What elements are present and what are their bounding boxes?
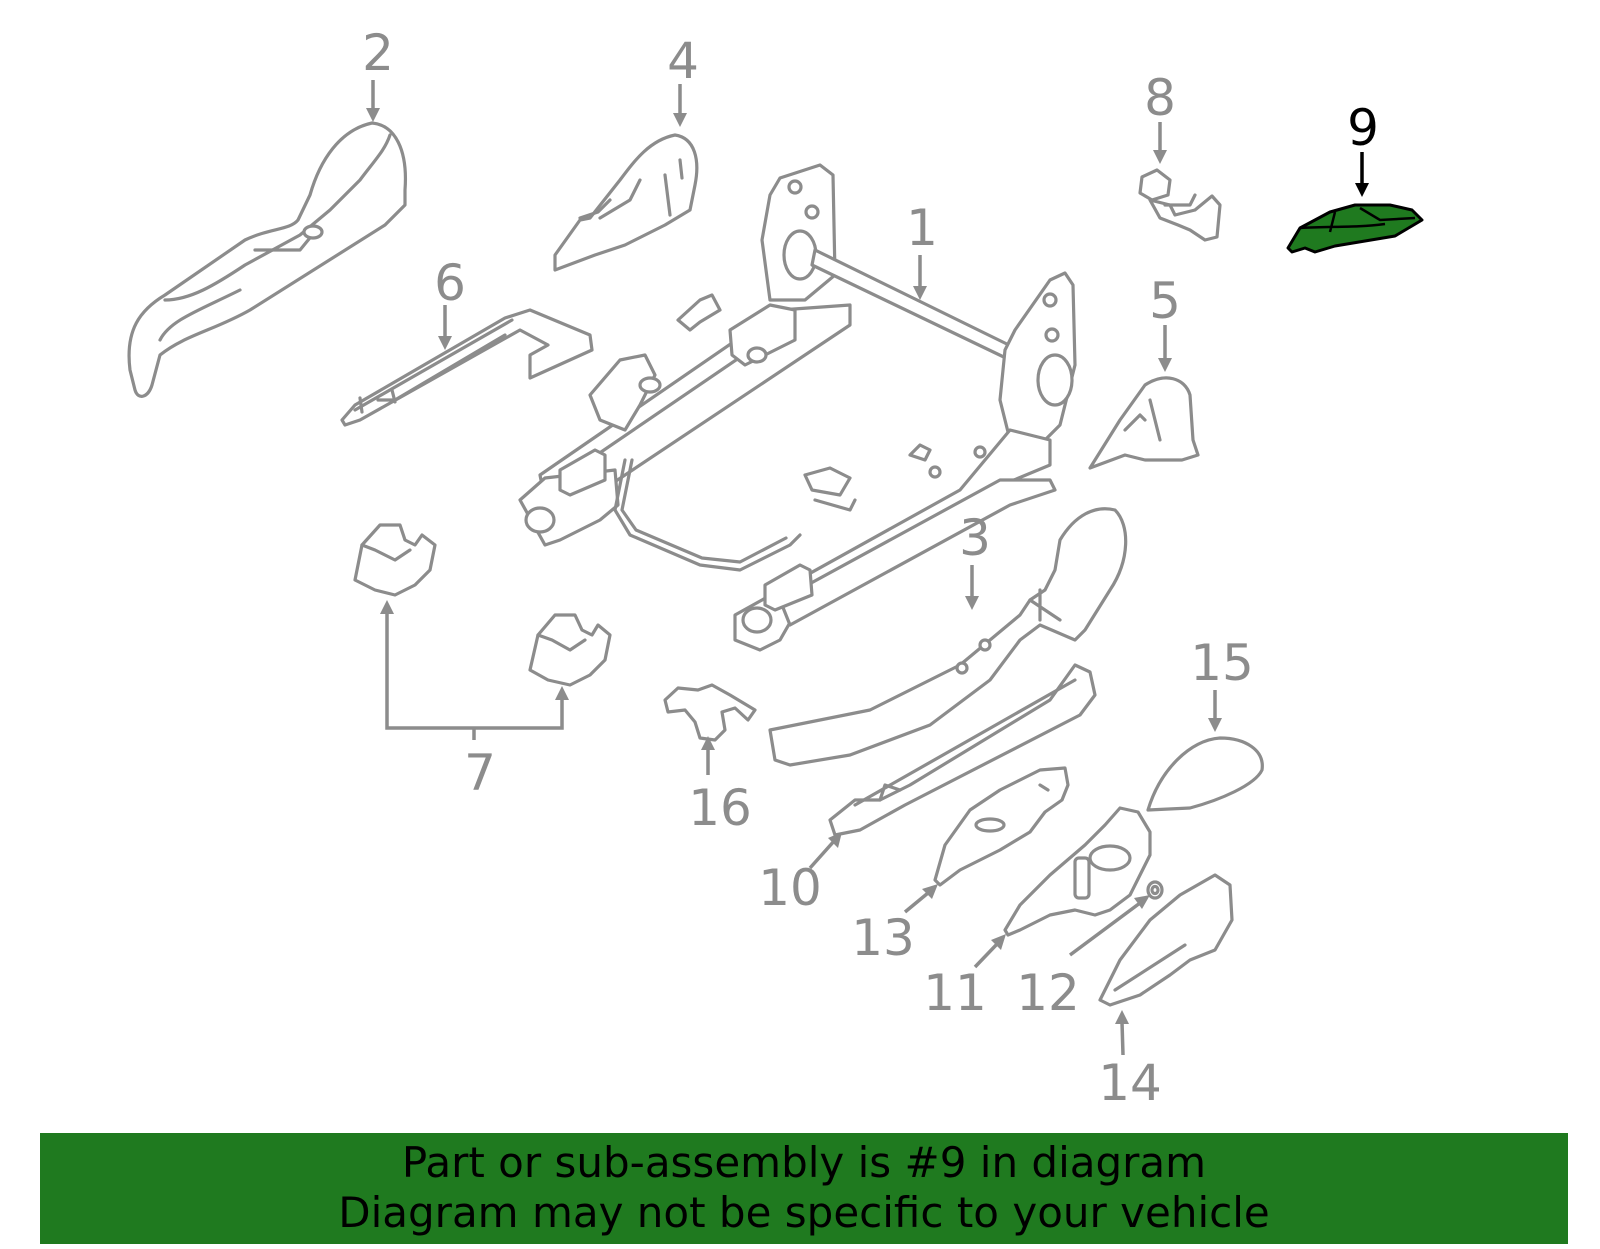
part-7-shape-b	[528, 613, 612, 687]
callout-14: 14	[1098, 1054, 1162, 1112]
part-3-shape	[768, 507, 1128, 767]
part-10-shape	[828, 663, 1097, 837]
part-14-shape	[1098, 873, 1234, 1007]
callout-10: 10	[758, 859, 822, 917]
info-banner: Part or sub-assembly is #9 in diagram Di…	[40, 1133, 1568, 1244]
callout-16: 16	[688, 779, 752, 837]
part-5-shape	[1088, 376, 1200, 470]
banner-line-2: Diagram may not be specific to your vehi…	[338, 1188, 1270, 1237]
callout-1: 1	[906, 199, 938, 257]
part-11-shape	[1003, 806, 1152, 937]
callout-2: 2	[362, 24, 394, 82]
callout-9: 9	[1347, 99, 1379, 157]
banner-line-1: Part or sub-assembly is #9 in diagram	[401, 1138, 1207, 1187]
callout-12: 12	[1016, 964, 1080, 1022]
callout-4: 4	[667, 32, 699, 90]
part-7-shape-a	[353, 523, 437, 597]
callout-7: 7	[464, 744, 496, 802]
part-16-shape	[663, 683, 757, 742]
part-12-shape	[1146, 880, 1164, 900]
callout-5: 5	[1149, 272, 1181, 330]
callout-arrows	[366, 80, 1369, 1056]
part-13-shape	[933, 766, 1070, 887]
callout-13: 13	[851, 909, 915, 967]
callout-11: 11	[923, 964, 987, 1022]
callout-6: 6	[434, 254, 466, 312]
part-9-shape	[1286, 203, 1424, 254]
callout-8: 8	[1144, 69, 1176, 127]
part-8-shape	[1138, 168, 1222, 242]
part-2-shape	[127, 121, 408, 398]
part-1-seat-frame	[518, 163, 1077, 652]
part-6-shape	[340, 308, 594, 427]
part-4-shape	[553, 133, 699, 272]
callout-15: 15	[1190, 634, 1254, 692]
part-15-shape	[1146, 736, 1264, 812]
callout-3: 3	[959, 509, 991, 567]
